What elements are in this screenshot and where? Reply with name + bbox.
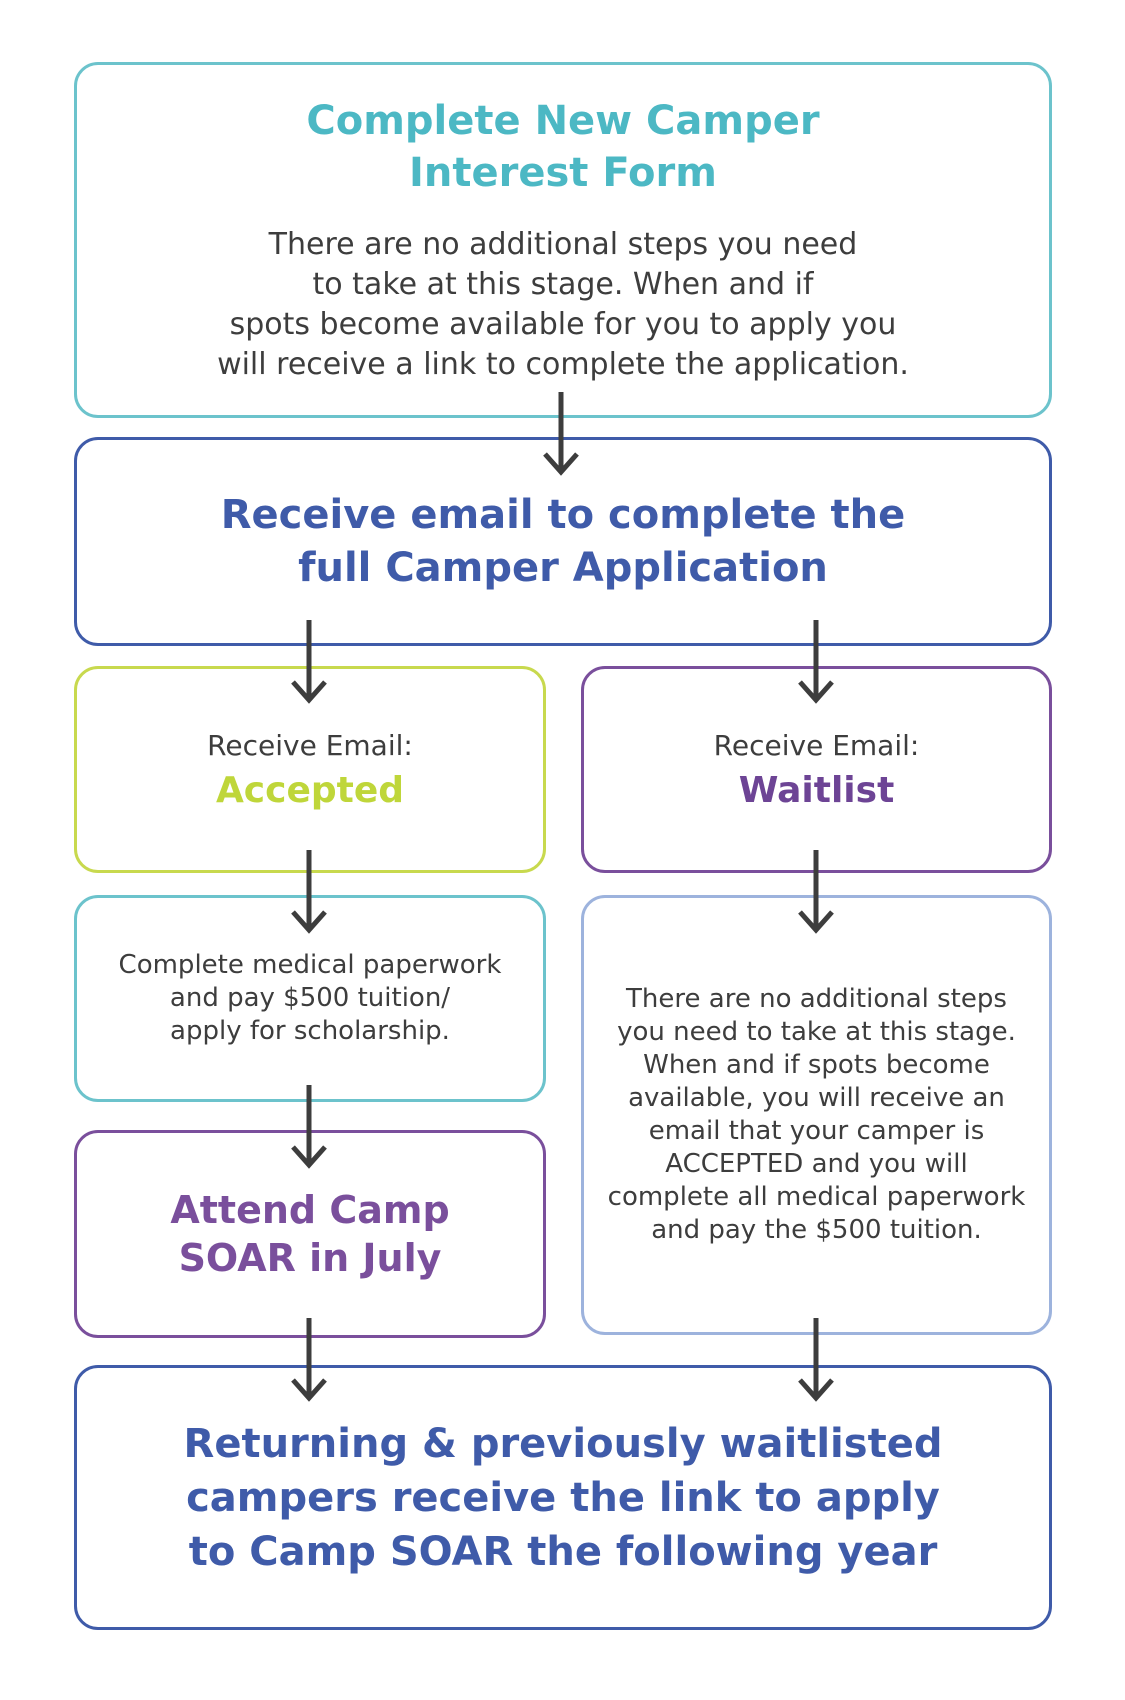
- accepted-label: Receive Email:: [207, 728, 413, 762]
- arrow-down-icon: [798, 850, 834, 934]
- attend-camp-title: Attend Camp SOAR in July: [170, 1188, 450, 1280]
- interest-form-text: There are no additional steps you need t…: [217, 227, 909, 382]
- waitlist-label: Receive Email:: [713, 728, 920, 762]
- arrow-down-icon: [543, 392, 579, 476]
- arrow-down-icon: [291, 620, 327, 704]
- arrow-down-icon: [291, 850, 327, 934]
- receive-application-title: Receive email to complete the full Campe…: [220, 491, 906, 591]
- arrow-down-icon: [798, 620, 834, 704]
- returning-campers-title: Returning & previously waitlisted camper…: [183, 1420, 943, 1575]
- accepted-status: Accepted: [215, 769, 405, 811]
- arrow-down-icon: [798, 1318, 834, 1402]
- interest-form-step: Complete New Camper Interest Form There …: [74, 62, 1052, 418]
- medical-paperwork-text: Complete medical paperwork and pay $500 …: [118, 950, 502, 1046]
- arrow-down-icon: [291, 1085, 327, 1169]
- medical-paperwork-step: Complete medical paperwork and pay $500 …: [74, 895, 546, 1102]
- arrow-down-icon: [291, 1318, 327, 1402]
- waitlist-info-step: There are no additional steps you need t…: [581, 895, 1052, 1335]
- waitlist-info-text: There are no additional steps you need t…: [607, 984, 1026, 1245]
- returning-campers-step: Returning & previously waitlisted camper…: [74, 1365, 1052, 1630]
- waitlist-status: Waitlist: [738, 769, 895, 811]
- interest-form-title: Complete New Camper Interest Form: [306, 98, 820, 196]
